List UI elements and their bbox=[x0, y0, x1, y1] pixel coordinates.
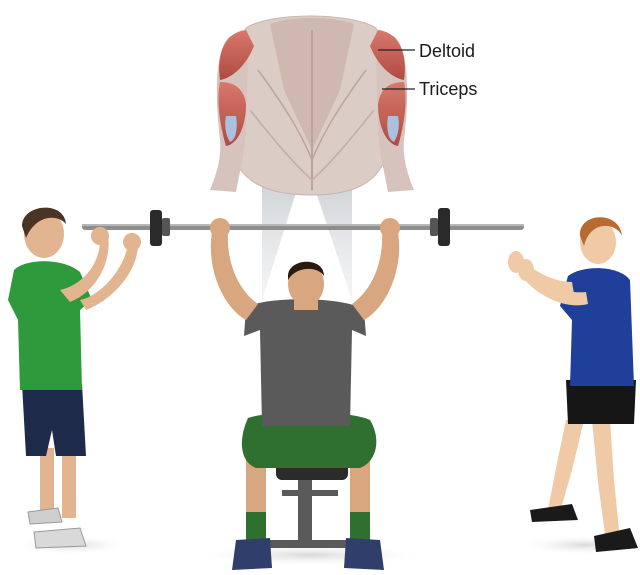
barbell bbox=[82, 208, 524, 246]
spotter-left bbox=[8, 208, 141, 548]
deltoid-label: Deltoid bbox=[419, 41, 475, 61]
triceps-label: Triceps bbox=[419, 79, 477, 99]
lifter-seated bbox=[210, 218, 400, 570]
barbell-plate-right bbox=[438, 208, 450, 246]
spotter-right bbox=[508, 217, 638, 552]
barbell-plate-left bbox=[150, 210, 162, 246]
